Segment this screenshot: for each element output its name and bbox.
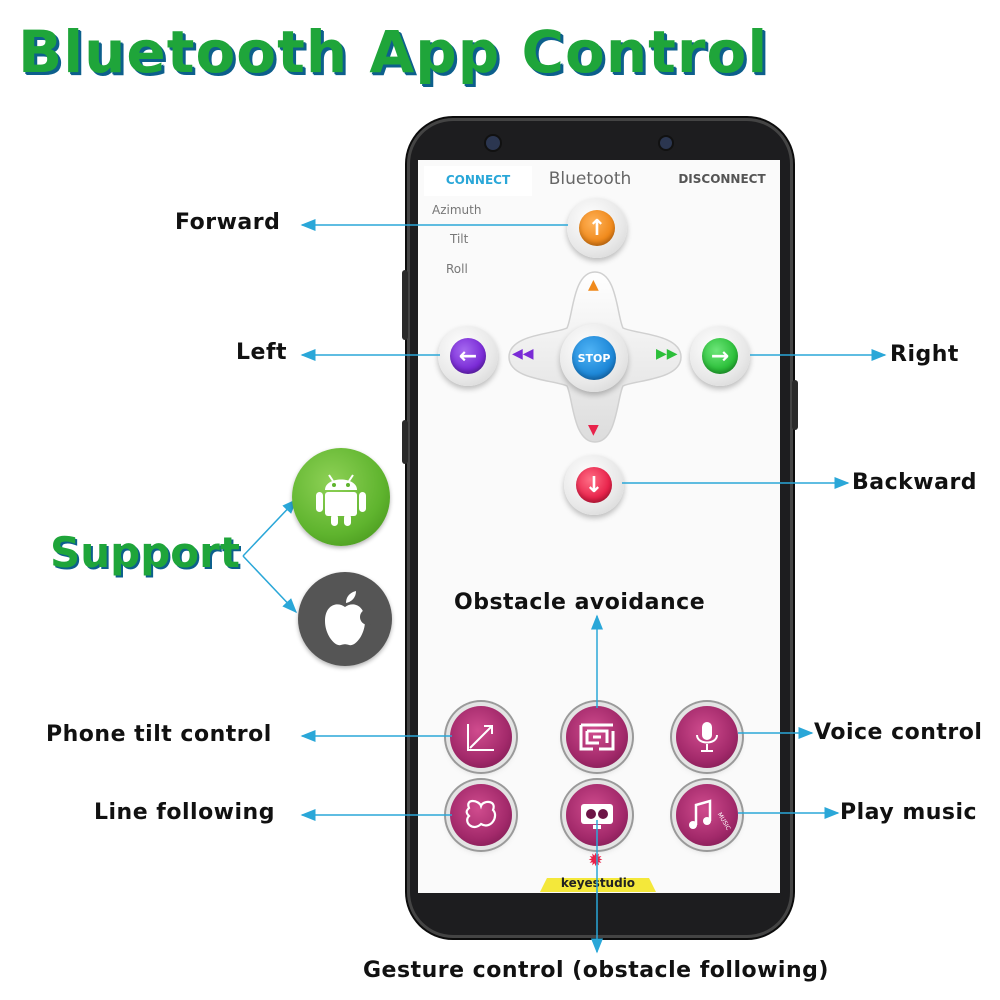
- callout-phone-tilt: Phone tilt control: [46, 722, 272, 747]
- callout-obstacle-avoidance: Obstacle avoidance: [454, 590, 706, 615]
- maze-icon: [579, 723, 615, 751]
- stop-button[interactable]: STOP: [560, 324, 628, 392]
- callout-forward: Forward: [175, 210, 281, 235]
- music-icon: [689, 799, 712, 829]
- android-icon: [292, 448, 390, 546]
- phone-tilt-button[interactable]: [450, 706, 512, 768]
- right-indicator-icon: ▶▶: [656, 346, 678, 362]
- sensor-roll-label: Roll: [446, 262, 468, 276]
- phone-side-button: [402, 270, 408, 340]
- callout-play-music: Play music: [840, 800, 978, 825]
- brand-banner: [540, 878, 656, 892]
- app-title: Bluetooth: [548, 169, 632, 189]
- brand-label: keyestudio: [560, 876, 636, 890]
- right-button[interactable]: →: [690, 326, 750, 386]
- callout-line-following: Line following: [94, 800, 275, 825]
- callout-left: Left: [236, 340, 288, 365]
- front-camera: [486, 136, 500, 150]
- forward-indicator-icon: ▲: [588, 277, 599, 293]
- line-track-icon: [465, 799, 497, 829]
- arrow-left-icon: ←: [450, 338, 486, 374]
- connect-button[interactable]: CONNECT: [424, 166, 532, 196]
- support-label: Support: [50, 528, 240, 577]
- front-sensor: [660, 137, 672, 149]
- arrow-down-icon: ↓: [576, 467, 612, 503]
- voice-control-button[interactable]: [676, 706, 738, 768]
- phone-side-button: [402, 420, 408, 464]
- callout-gesture-control: Gesture control (obstacle following): [363, 958, 829, 983]
- disconnect-button[interactable]: DISCONNECT: [678, 172, 766, 186]
- left-indicator-icon: ◀◀: [512, 346, 534, 362]
- sensor-azimuth-label: Azimuth: [432, 203, 482, 217]
- obstacle-avoidance-button[interactable]: [566, 706, 628, 768]
- backward-indicator-icon: ▼: [588, 422, 599, 438]
- arrow-up-icon: ↑: [579, 210, 615, 246]
- page-title: Bluetooth App Control: [18, 18, 769, 86]
- phone-side-button: [792, 380, 798, 430]
- tilt-icon: [467, 724, 494, 751]
- keyestudio-logo-icon: ✹: [588, 850, 604, 871]
- left-button[interactable]: ←: [438, 326, 498, 386]
- sensor-tilt-label: Tilt: [450, 232, 469, 246]
- backward-button[interactable]: ↓: [564, 455, 624, 515]
- robot-face-icon: [581, 804, 613, 829]
- play-music-button[interactable]: MUSIC: [676, 784, 738, 846]
- callout-voice-control: Voice control: [814, 720, 983, 745]
- forward-button[interactable]: ↑: [567, 198, 627, 258]
- apple-icon: [298, 572, 392, 666]
- microphone-icon: [696, 722, 718, 752]
- line-following-button[interactable]: [450, 784, 512, 846]
- arrow-right-icon: →: [702, 338, 738, 374]
- callout-right: Right: [890, 342, 959, 367]
- stop-label: STOP: [577, 351, 611, 365]
- callout-backward: Backward: [852, 470, 978, 495]
